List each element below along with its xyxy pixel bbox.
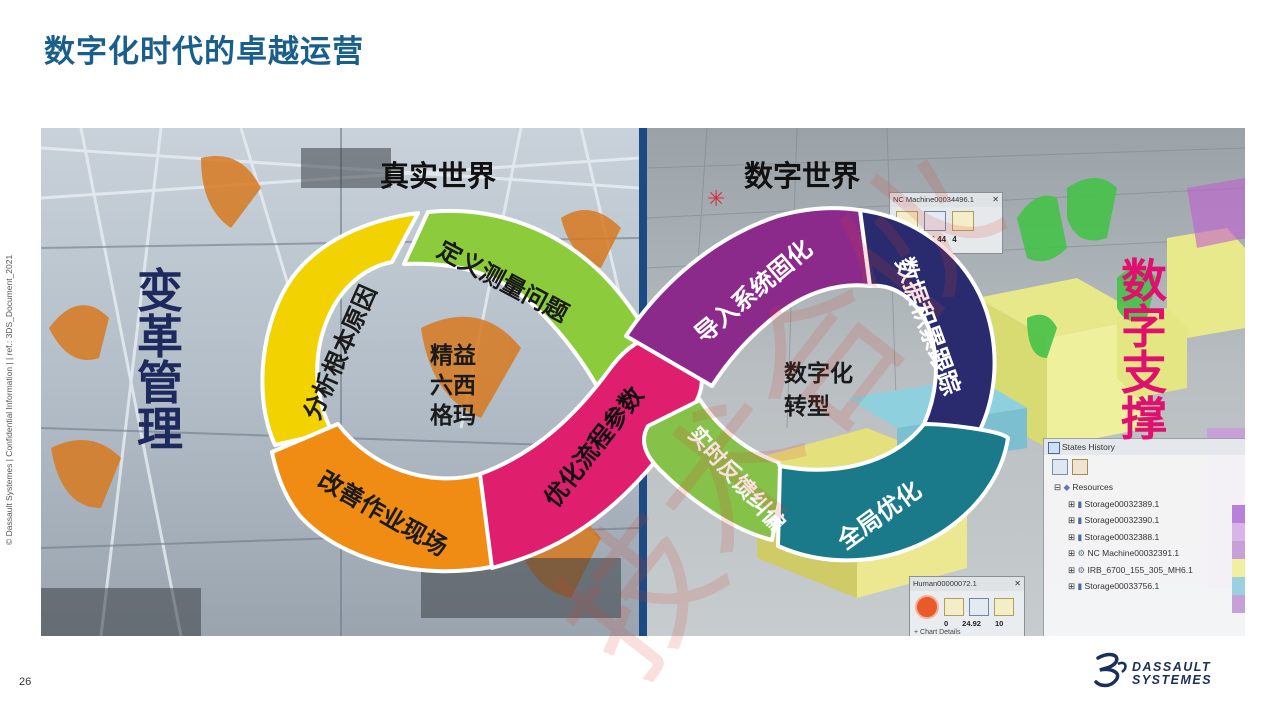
history-icon	[1048, 442, 1060, 454]
machine-icon: ⚙	[1077, 548, 1086, 558]
slide-title: 数字化时代的卓越运营	[44, 34, 364, 70]
human-value-2: 24.92	[962, 619, 981, 628]
chart-icon	[969, 598, 989, 616]
human-window[interactable]: Human00000072.1 ✕ 0 24.92 10 + Chart Det…	[909, 576, 1025, 636]
digital-transformation-label: 数字化 转型	[784, 358, 853, 425]
transform-line-2: 转型	[784, 394, 830, 421]
segment-global-optimize	[776, 422, 1010, 563]
storage-icon: ▮	[1077, 498, 1083, 509]
gauge-icon	[952, 211, 974, 231]
robot-icon: ⚙	[1077, 564, 1086, 575]
resources-label: Resources	[1072, 482, 1114, 492]
human-window-title: Human00000072.1	[913, 579, 977, 588]
digital-world-panel: ✳ NC Machine00034496.1 ✕ 16.44 4 Human00…	[647, 128, 1245, 636]
change-management-label: 变革管理	[134, 268, 186, 452]
change-management-text: 变革管理	[137, 264, 183, 456]
chart-details-link[interactable]: + Chart Details	[914, 629, 961, 636]
clock-icon	[944, 598, 964, 616]
storage-icon: ▮	[1077, 515, 1083, 525]
storage-icon: ▮	[1077, 531, 1083, 542]
segment-realtime-feedback	[642, 398, 786, 542]
page-number: 26	[19, 676, 32, 688]
storage-icon: ▮	[1077, 581, 1083, 591]
real-world-label: 真实世界	[380, 159, 497, 193]
segment-improve-workplace	[270, 422, 500, 574]
segment-data-accumulate	[858, 208, 997, 432]
resource-item[interactable]: ⊞ ⚙ NC Machine00032391.1	[1068, 548, 1180, 558]
human-value-1: 0	[944, 619, 949, 628]
logo-line-1: DASSAULT	[1132, 660, 1212, 674]
states-history-titlebar: States History	[1044, 439, 1245, 455]
logo-line-2: SYSTEMES	[1132, 673, 1213, 687]
resource-label: Storage00032389.1	[1084, 498, 1160, 509]
states-history-panel[interactable]: States History ⊟ ◆ Resources ⊞ ▮ Storage…	[1043, 438, 1245, 636]
resource-item[interactable]: ⊞ ▮ Storage00032390.1	[1068, 515, 1160, 525]
close-icon[interactable]: ✕	[1014, 579, 1021, 588]
state-color-bars	[1232, 505, 1245, 615]
digital-support-text: 数字支撑	[1121, 254, 1167, 446]
3ds-logo-icon	[1094, 652, 1127, 688]
resource-item[interactable]: ⊞ ⚙ IRB_6700_155_305_MH6.1	[1068, 564, 1193, 575]
resource-label: NC Machine00032391.1	[1087, 548, 1180, 558]
segment-analyze-root-cause	[260, 211, 420, 447]
chart-icon	[924, 211, 946, 231]
nc-window-titlebar: NC Machine00034496.1 ✕	[890, 193, 1002, 207]
resource-label: IRB_6700_155_305_MH6.1	[1087, 564, 1193, 575]
svg-text:✳: ✳	[707, 187, 725, 212]
resource-label: Storage00032388.1	[1084, 531, 1160, 542]
resource-item[interactable]: ⊞ ▮ Storage00032388.1	[1068, 531, 1160, 542]
lean-line-1: 精益	[430, 343, 476, 369]
nc-window-title: NC Machine00034496.1	[893, 195, 974, 204]
edit-icon[interactable]	[1072, 459, 1088, 475]
resource-item[interactable]: ⊞ ▮ Storage00032389.1	[1068, 498, 1160, 509]
dassault-logo: DASSAULT SYSTEMES	[1094, 650, 1234, 690]
lean-six-sigma-label: 精益 六西 格玛	[430, 342, 476, 432]
digital-support-label: 数字支撑	[1116, 258, 1172, 442]
right-loop	[624, 206, 1010, 563]
lean-line-2: 六西	[430, 372, 476, 399]
transform-line-1: 数字化	[784, 361, 853, 387]
close-icon[interactable]: ✕	[992, 195, 999, 204]
resource-item[interactable]: ⊞ ▮ Storage00033756.1	[1068, 581, 1160, 591]
digital-world-label: 数字世界	[744, 159, 861, 193]
lean-line-3: 格玛	[430, 402, 476, 429]
human-window-titlebar: Human00000072.1 ✕	[910, 577, 1024, 591]
gauge-icon	[994, 598, 1014, 616]
filter-icon[interactable]	[1052, 459, 1068, 475]
cube-icon: ◆	[1063, 482, 1071, 492]
human-value-3: 10	[994, 619, 1004, 628]
resource-label: Storage00033756.1	[1084, 581, 1160, 591]
resource-label: Storage00032390.1	[1084, 515, 1160, 525]
states-history-title: States History	[1062, 442, 1115, 452]
resources-node[interactable]: ⊟ ◆ Resources	[1054, 482, 1114, 492]
nc-count: 4	[952, 235, 957, 244]
power-icon	[915, 595, 939, 619]
